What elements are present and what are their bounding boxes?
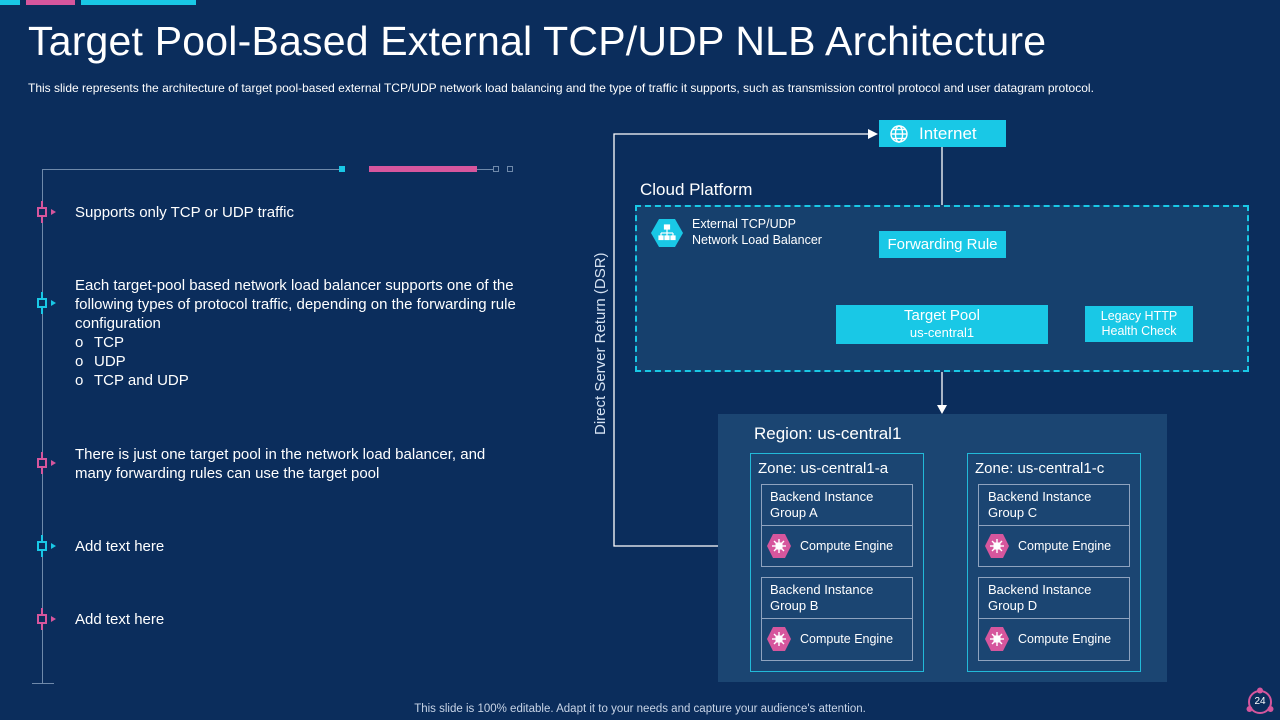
list-item-3: There is just one target pool in the net… (75, 446, 486, 482)
timeline-marker-5 (37, 608, 56, 630)
timeline-line-segment (477, 169, 493, 170)
timeline-bar-pink (369, 166, 477, 172)
team-cycle-icon (1246, 687, 1274, 714)
group-b-label-2: Group B (770, 598, 819, 613)
zone-c (967, 453, 1141, 672)
zone-a-label: Zone: us-central1-a (758, 460, 889, 477)
target-pool-box: Target Pool us-central1 (836, 305, 1048, 344)
timeline-top-line (42, 169, 342, 170)
page-subtitle: This slide represents the architecture o… (28, 81, 1094, 95)
timeline-dot-cyan (339, 166, 345, 172)
timeline-marker-1 (37, 201, 56, 223)
internet-box: Internet (879, 120, 1006, 147)
cloud-platform-label: Cloud Platform (640, 180, 753, 199)
group-d-label-1: Backend Instance (988, 582, 1092, 597)
list-item-5: Add text here (75, 611, 165, 628)
nlb-label-line2: Network Load Balancer (692, 233, 822, 247)
timeline-line (42, 170, 43, 684)
page-number: 24 (1254, 696, 1266, 707)
arrow-to-internet (868, 129, 878, 139)
group-b-label-1: Backend Instance (770, 582, 874, 597)
group-c-label-1: Backend Instance (988, 489, 1092, 504)
compute-engine-icon (767, 534, 791, 558)
group-d-label-2: Group D (988, 598, 1038, 613)
region-panel (718, 414, 1167, 682)
health-check-line2: Health Check (1101, 324, 1177, 338)
group-separator (979, 525, 1129, 526)
list-item-2-text: Each target-pool based network load bala… (75, 277, 516, 332)
zone-a (750, 453, 924, 672)
target-pool-region: us-central1 (909, 325, 975, 340)
group-separator (762, 525, 912, 526)
compute-engine-icon (767, 627, 791, 651)
timeline-square-2 (507, 166, 513, 172)
dsr-label: Direct Server Return (DSR) (592, 252, 609, 435)
group-separator (979, 618, 1129, 619)
list-item-1: Supports only TCP or UDP traffic (75, 204, 294, 221)
timeline-square-1 (493, 166, 499, 172)
footer-note: This slide is 100% editable. Adapt it to… (414, 703, 866, 715)
compute-engine-icon (985, 627, 1009, 651)
sub-bullet: o (75, 372, 84, 389)
group-a-label-2: Group A (770, 505, 818, 520)
timeline-marker-4 (37, 535, 56, 557)
nlb-label-line1: External TCP/UDP (692, 217, 796, 231)
network-hub-icon (651, 219, 683, 247)
zone-c-label: Zone: us-central1-c (975, 460, 1105, 477)
health-check-line1: Legacy HTTP (1100, 309, 1178, 323)
accent-bar-cyan (81, 0, 196, 5)
compute-engine-label: Compute Engine (1018, 632, 1112, 646)
group-a-label-1: Backend Instance (770, 489, 874, 504)
accent-bar-pink (26, 0, 75, 5)
timeline-marker-2 (37, 292, 56, 314)
group-c-label-2: Group C (988, 505, 1038, 520)
timeline-marker-3 (37, 452, 56, 474)
internet-label: Internet (919, 124, 977, 143)
accent-bar-cyan-left (0, 0, 20, 5)
list-item-2: Each target-pool based network load bala… (75, 276, 545, 390)
compute-engine-label: Compute Engine (800, 632, 894, 646)
forwarding-rule-label: Forwarding Rule (887, 236, 998, 253)
compute-engine-icon (985, 534, 1009, 558)
forwarding-rule-box: Forwarding Rule (879, 231, 1006, 258)
compute-engine-label: Compute Engine (1018, 539, 1112, 553)
sub-bullet: o (75, 334, 84, 351)
page-title: Target Pool-Based External TCP/UDP NLB A… (28, 18, 1047, 64)
timeline-bottom-line (32, 683, 54, 684)
group-separator (762, 618, 912, 619)
arrow-to-region (937, 405, 947, 414)
region-label: Region: us-central1 (754, 424, 902, 443)
compute-engine-label: Compute Engine (800, 539, 894, 553)
list-item-4: Add text here (75, 538, 165, 555)
target-pool-label: Target Pool (904, 307, 980, 324)
health-check-box: Legacy HTTP Health Check (1085, 306, 1193, 342)
sub-bullet: o (75, 353, 84, 370)
globe-icon (890, 125, 908, 143)
